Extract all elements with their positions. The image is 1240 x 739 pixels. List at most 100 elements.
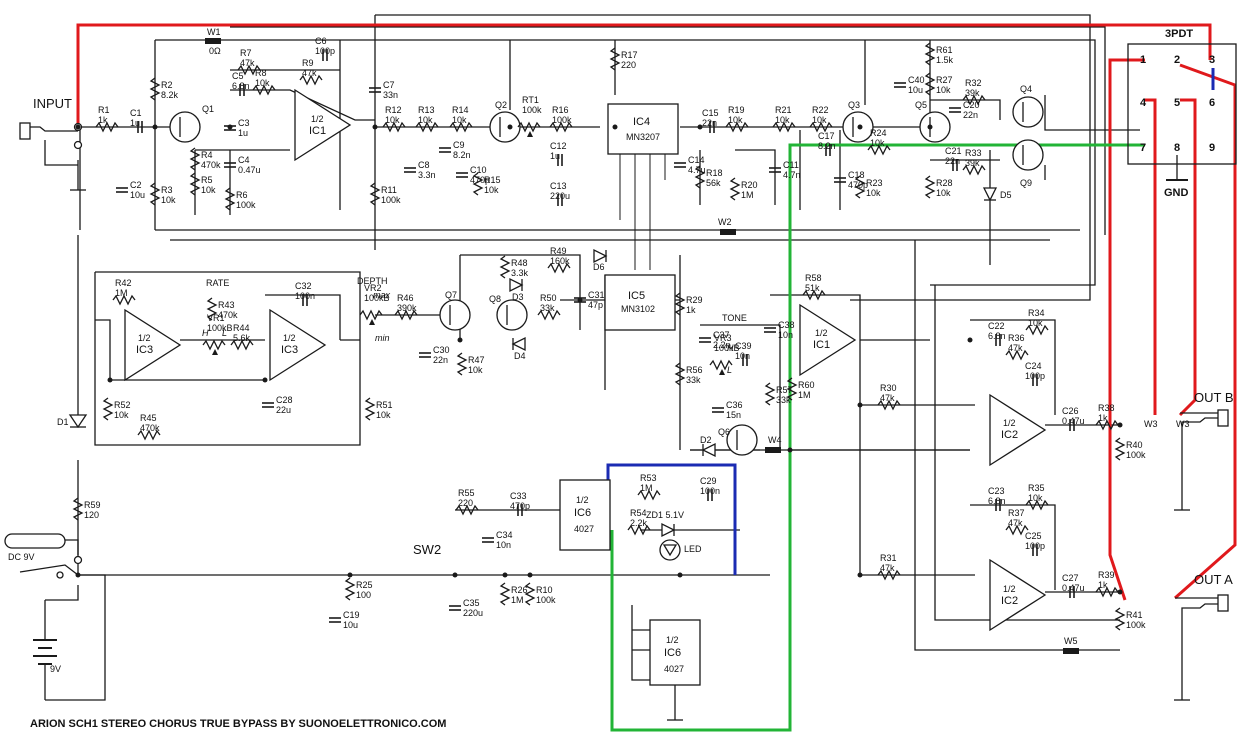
ic3b-opamp: 1/2 IC3 [269, 308, 327, 382]
component-label: R15 [484, 175, 501, 185]
battery: 9V [33, 585, 79, 700]
switch-pin: 8 [1174, 142, 1180, 154]
component-label: C38 [778, 320, 795, 330]
ic-label: 1/2 [283, 333, 296, 343]
junction-dot [75, 124, 81, 130]
junction-dot [857, 124, 863, 130]
junction-dot [347, 572, 353, 578]
component-label: C11 [783, 160, 799, 170]
component-label: R27 [936, 75, 953, 85]
component-label: 1M [640, 483, 653, 493]
component-label: C17 [818, 131, 835, 141]
diode-symbol: D2 [700, 435, 716, 458]
ic1b-opamp: 1/2 IC1 [799, 303, 857, 377]
component-label: C19 [343, 610, 360, 620]
component-label: 10k [870, 138, 885, 148]
h-label: H [202, 328, 209, 338]
switch-title: 3PDT [1165, 28, 1193, 40]
component-label: 10n [778, 330, 793, 340]
depth-label: DEPTH [357, 276, 388, 286]
component-label: C31 [588, 290, 605, 300]
component-label: C13 [550, 181, 567, 191]
component-label: R18 [706, 168, 723, 178]
component-label: 100kB [364, 293, 390, 303]
ic-label: IC2 [1001, 429, 1018, 441]
junction-dot [1117, 422, 1123, 428]
zener-diode: ZD1 5.1V [646, 510, 684, 538]
max-label: max [373, 290, 391, 300]
component-label: 15n [726, 410, 741, 420]
component-label: R25 [356, 580, 373, 590]
component-label: C32 [295, 281, 312, 291]
control-labels: RATE DEPTH TONE max min H L H L [202, 276, 747, 375]
ic-label: IC1 [309, 125, 326, 137]
junction-dot [1117, 589, 1123, 595]
component-label: 10k [255, 78, 270, 88]
input-jack: INPUT [19, 96, 86, 191]
component-label: 10k [114, 410, 129, 420]
component-label: RT1 [522, 95, 539, 105]
component-label: C28 [276, 395, 293, 405]
component-label: R60 [798, 380, 815, 390]
component-label: VR1 [207, 313, 225, 323]
junction-dot [787, 447, 793, 453]
component-label: R30 [880, 383, 897, 393]
component-label: C34 [496, 530, 513, 540]
ic-label: IC5 [628, 290, 645, 302]
component-label: C3 [238, 118, 250, 128]
component-label: R16 [552, 105, 569, 115]
diode-symbol: D5 [982, 187, 1012, 202]
led-label: LED [684, 544, 702, 554]
component-label: 10n [496, 540, 511, 550]
gnd-label: GND [1164, 187, 1189, 199]
component-label: R32 [965, 78, 982, 88]
component-label: 10u [130, 190, 145, 200]
ic-label: 1/2 [666, 635, 679, 645]
component-label: 10k [728, 115, 743, 125]
transistor-symbol: Q5 [915, 100, 951, 143]
component-label: 220u [463, 608, 483, 618]
component-label: 4.7u [688, 165, 706, 175]
junction-dot [262, 377, 268, 383]
component-label: 6.8n [232, 81, 250, 91]
switch-pin: 5 [1174, 97, 1180, 109]
component-label: R24 [870, 128, 887, 138]
junction-dot [457, 337, 463, 343]
component-label: 120 [84, 510, 99, 520]
component-label: R40 [1126, 440, 1143, 450]
switch-pin: 1 [1140, 54, 1146, 66]
diode-label: D5 [1000, 190, 1012, 200]
component-label: 39k [965, 88, 980, 98]
transistor-label: Q1 [202, 104, 214, 114]
component-label: C1 [130, 108, 142, 118]
component-label: 8.2k [161, 90, 179, 100]
transistor-symbol: Q6 [718, 424, 758, 456]
component-label: R47 [468, 355, 485, 365]
component-label: 470k [218, 310, 238, 320]
component-label: C2 [130, 180, 142, 190]
component-label: C7 [383, 80, 395, 90]
component-label: 10k [468, 365, 483, 375]
component-label: 1u [130, 118, 140, 128]
